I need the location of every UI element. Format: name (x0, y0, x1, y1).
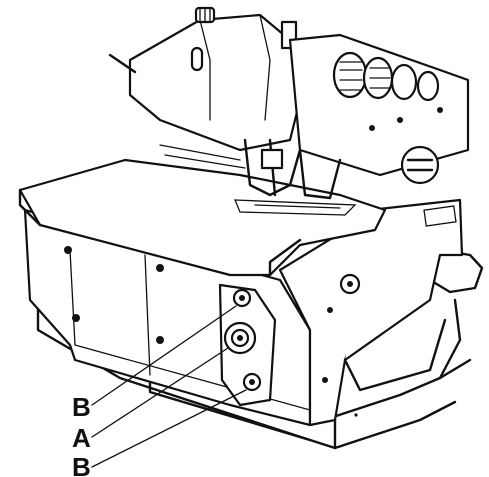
tension-assembly (288, 33, 470, 185)
stray-dot (354, 413, 358, 417)
machine-head (108, 6, 302, 152)
callout-label-b-upper: B (72, 392, 91, 422)
adjustment-plate (218, 283, 277, 407)
side-body (278, 198, 464, 427)
bed-plate (18, 158, 387, 277)
callout-label-a: A (72, 423, 91, 453)
callout-label-b-lower: B (72, 452, 91, 477)
needle-area (159, 138, 342, 200)
callout-leaders (91, 305, 247, 468)
